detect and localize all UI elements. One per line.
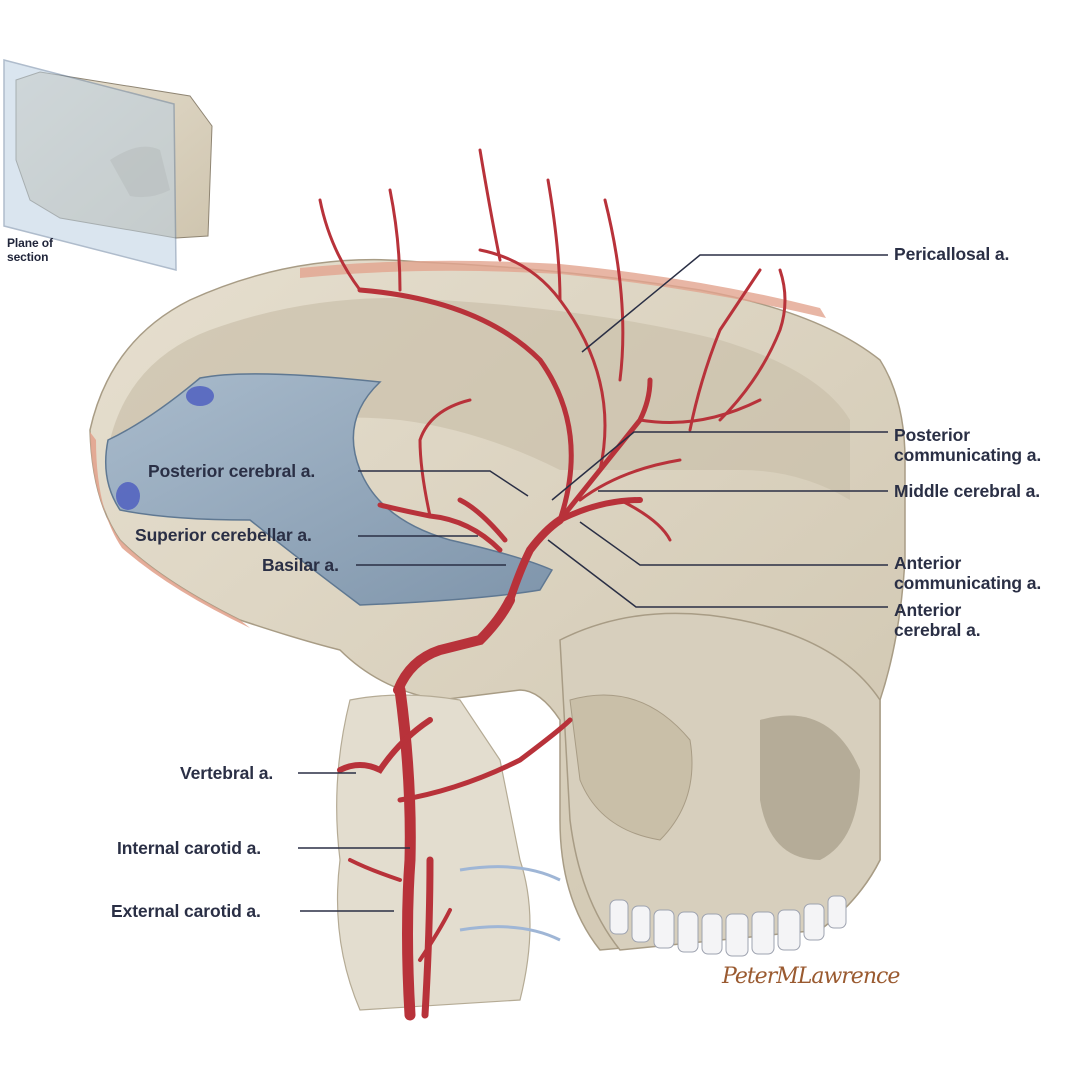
label-superior-cerebellar: Superior cerebellar a. [135, 525, 312, 545]
label-external-carotid: External carotid a. [111, 901, 261, 921]
facial-skeleton [559, 612, 881, 951]
arteries [318, 148, 787, 1021]
label-anterior-cerebral-2: cerebral a. [894, 620, 981, 640]
label-pericallosal: Pericallosal a. [894, 244, 1010, 264]
leader-lines [298, 254, 888, 912]
label-vertebral: Vertebral a. [180, 763, 274, 783]
label-anterior-communicating-1: Anterior [894, 553, 962, 573]
label-middle-cerebral: Middle cerebral a. [894, 481, 1041, 501]
cervical-spine [336, 694, 531, 1011]
label-posterior-cerebral: Posterior cerebral a. [148, 461, 316, 481]
label-posterior-communicating-1: Posterior [894, 425, 970, 445]
dura-tentorium [105, 373, 554, 606]
artist-signature: PeterMLawrence [722, 964, 900, 989]
label-posterior-communicating-2: communicating a. [894, 445, 1042, 465]
label-internal-carotid: Internal carotid a. [117, 838, 261, 858]
label-anterior-cerebral-1: Anterior [894, 600, 962, 620]
label-anterior-communicating-2: communicating a. [894, 573, 1042, 593]
label-basilar: Basilar a. [262, 555, 339, 575]
inset-plane-of-section [3, 59, 213, 271]
